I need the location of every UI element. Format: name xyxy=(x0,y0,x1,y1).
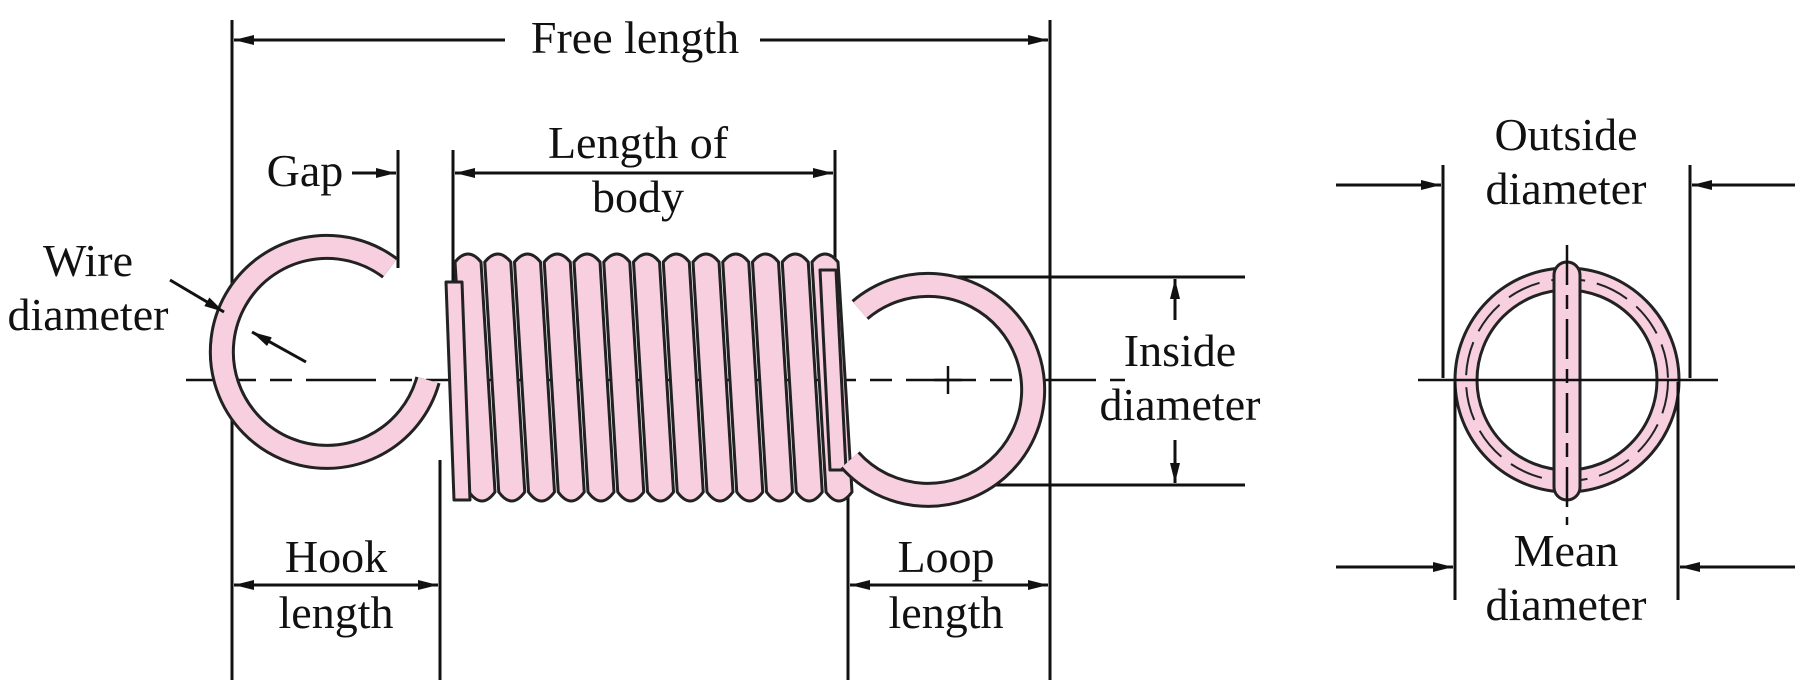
wire-diameter-label-line1: Wire xyxy=(43,235,133,286)
hook-length-dimension: Hook length xyxy=(234,531,438,638)
body-coil xyxy=(751,252,794,503)
loop-length-label-line1: Loop xyxy=(897,531,994,582)
body-coil xyxy=(602,252,646,503)
mean-diameter-label-line2: diameter xyxy=(1486,579,1647,630)
body-coil xyxy=(632,252,675,503)
loop-length-dimension: Loop length xyxy=(850,531,1048,638)
free-length-label: Free length xyxy=(531,12,739,63)
body-coil xyxy=(691,252,735,503)
spring-loop xyxy=(840,271,1047,508)
outside-diameter-label-line1: Outside xyxy=(1494,109,1637,160)
spring-connectors xyxy=(444,268,848,502)
inside-diameter-label-line2: diameter xyxy=(1100,379,1261,430)
end-view: Outside diameter Mean diameter xyxy=(1336,109,1795,630)
free-length-dimension: Free length xyxy=(234,12,1048,63)
body-coil xyxy=(453,252,497,503)
loop-center-mark xyxy=(934,366,962,394)
body-length-label-line2: body xyxy=(592,171,684,222)
body-coil xyxy=(721,252,765,503)
wire-diameter-dimension: Wire diameter xyxy=(8,235,307,364)
gap-dimension: Gap xyxy=(267,145,396,196)
gap-label: Gap xyxy=(267,145,344,196)
body-coil xyxy=(572,252,616,503)
inside-diameter-label-line1: Inside xyxy=(1124,325,1236,376)
body-length-dimension: Length of body xyxy=(455,117,833,222)
body-length-label-line1: Length of xyxy=(548,117,729,168)
wire-diameter-label-line2: diameter xyxy=(8,289,169,340)
body-coil xyxy=(780,252,824,503)
body-coil xyxy=(542,252,586,503)
mean-diameter-label-line1: Mean xyxy=(1514,525,1619,576)
hook-length-label-line1: Hook xyxy=(285,531,387,582)
hook-length-label-line2: length xyxy=(279,587,394,638)
body-coil xyxy=(661,252,705,503)
inside-diameter-dimension: Inside diameter xyxy=(1100,279,1261,483)
spring-hook xyxy=(208,233,441,470)
body-coil xyxy=(513,252,556,503)
loop-length-label-line2: length xyxy=(889,587,1004,638)
body-coil xyxy=(483,252,527,503)
outside-diameter-label-line2: diameter xyxy=(1486,163,1647,214)
spring-body xyxy=(453,252,854,503)
